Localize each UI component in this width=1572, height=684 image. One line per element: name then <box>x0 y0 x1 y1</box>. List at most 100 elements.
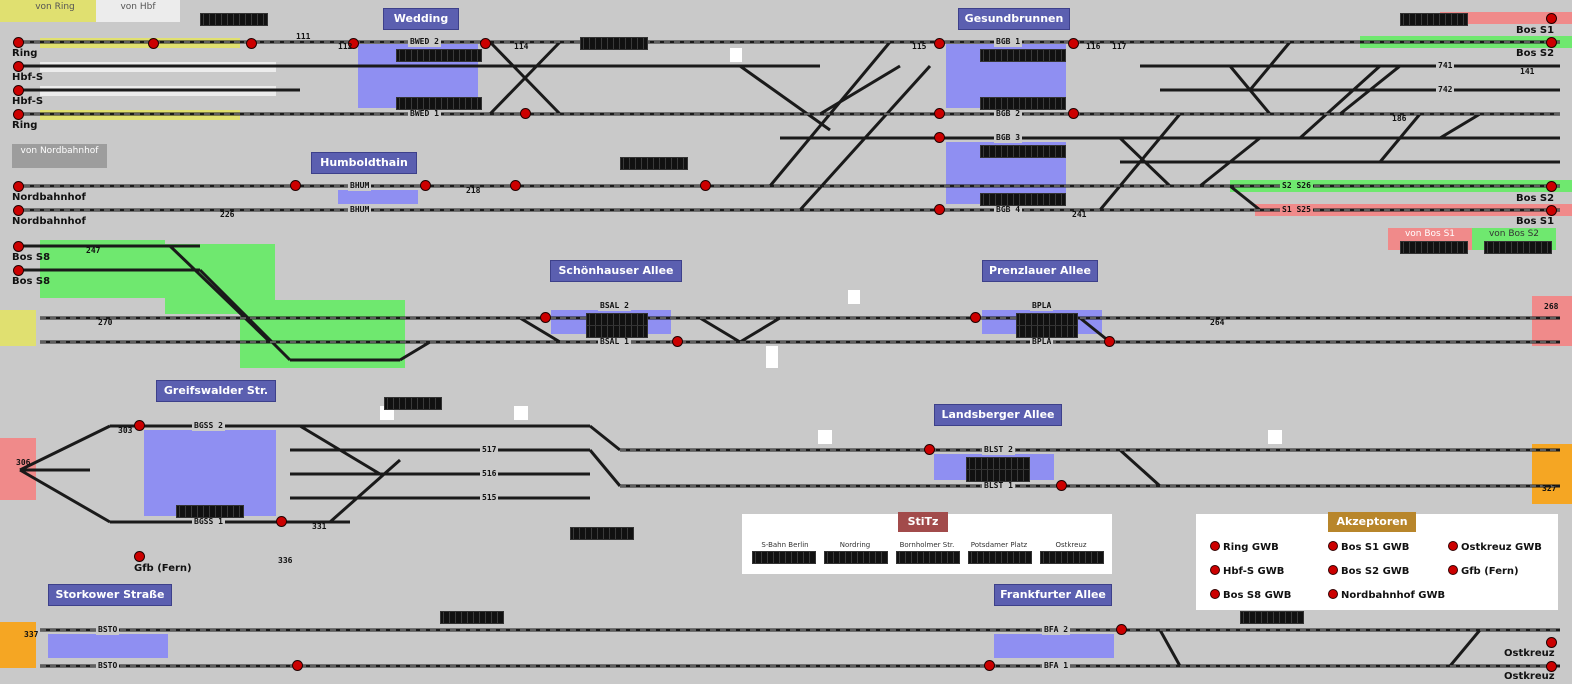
signal-gb-2[interactable] <box>1068 38 1079 49</box>
platform-humboldthain <box>338 190 418 204</box>
signal-fa-2[interactable] <box>1116 624 1127 635</box>
signal-left-ring-2[interactable] <box>13 109 24 120</box>
signal-sal-1[interactable] <box>540 312 551 323</box>
akzeptor-ring-gwb[interactable]: Ring GWB <box>1210 541 1279 553</box>
signal-hum-1[interactable] <box>290 180 301 191</box>
akzeptor-bos-s8-gwb[interactable]: Bos S8 GWB <box>1210 589 1291 601</box>
signal-pla-1[interactable] <box>970 312 981 323</box>
station-title-landsberger: Landsberger Allee <box>934 404 1062 426</box>
signal-gss-2[interactable] <box>276 516 287 527</box>
akzeptor-ostkreuz-gwb[interactable]: Ostkreuz GWB <box>1448 541 1542 553</box>
signal-gb-5[interactable] <box>934 132 945 143</box>
signal-sal-2[interactable] <box>672 336 683 347</box>
akzeptor-label: Bos S2 GWB <box>1341 566 1410 577</box>
track-bsal2: BSAL 2 <box>598 301 631 311</box>
signal-wedding-4[interactable] <box>480 38 491 49</box>
track-bgss2: BGSS 2 <box>192 421 225 431</box>
signal-gb-4[interactable] <box>1068 108 1079 119</box>
signal-left-hbfs-2[interactable] <box>13 85 24 96</box>
akzeptor-dot <box>1328 589 1338 599</box>
signal-sto-1[interactable] <box>292 660 303 671</box>
signal-right-ostkreuz-2[interactable] <box>1546 661 1557 672</box>
platform-greifswalder <box>144 430 276 516</box>
signal-wedding-1[interactable] <box>148 38 159 49</box>
signal-left-ring-1[interactable] <box>13 37 24 48</box>
akzeptor-label: Nordbahnhof GWB <box>1341 590 1446 601</box>
signal-right-bos-s1-top[interactable] <box>1546 13 1557 24</box>
counter-display <box>1400 241 1468 254</box>
signal-right-bos-s1-mid[interactable] <box>1546 205 1557 216</box>
akzeptor-hbfs-gwb[interactable]: Hbf-S GWB <box>1210 565 1284 577</box>
signal-gb-1[interactable] <box>934 38 945 49</box>
white-block-5 <box>514 406 528 420</box>
signal-hum-2[interactable] <box>420 180 431 191</box>
counter-display <box>980 97 1066 110</box>
label-hbfs-2: Hbf-S <box>12 96 44 107</box>
track-blst1: BLST 1 <box>982 481 1015 491</box>
akzeptor-label: Ostkreuz GWB <box>1461 542 1542 553</box>
entry-tag-von-ring: von Ring <box>35 2 75 12</box>
entry-right-orange <box>1532 444 1572 504</box>
white-block-6 <box>1268 430 1282 444</box>
label-ring-2: Ring <box>12 120 38 131</box>
stitz-display-sbahn <box>752 551 816 564</box>
label-bos-s2-mid: Bos S2 <box>1516 193 1555 204</box>
signal-gb-6[interactable] <box>934 204 945 215</box>
akzeptor-nordbahnhof-gwb[interactable]: Nordbahnhof GWB <box>1328 589 1445 601</box>
signal-number: 303 <box>118 426 133 435</box>
signal-number: 270 <box>98 318 113 327</box>
akzeptor-gfb-fern[interactable]: Gfb (Fern) <box>1448 565 1519 577</box>
signal-hum-3[interactable] <box>510 180 521 191</box>
signal-fa-1[interactable] <box>984 660 995 671</box>
track-515: 515 <box>480 493 499 503</box>
counter-display <box>620 157 688 170</box>
signal-number: 186 <box>1392 114 1407 123</box>
signal-wedding-5[interactable] <box>520 108 531 119</box>
station-title-wedding: Wedding <box>383 8 459 30</box>
signal-left-hbfs-1[interactable] <box>13 61 24 72</box>
signal-left-nordbahnhof-2[interactable] <box>13 205 24 216</box>
white-block-2 <box>848 290 860 304</box>
station-title-greifswalder: Greifswalder Str. <box>156 380 276 402</box>
signal-right-bos-s2-top[interactable] <box>1546 37 1557 48</box>
signal-gss-1[interactable] <box>134 420 145 431</box>
signal-hum-4[interactable] <box>700 180 711 191</box>
label-bos-s1-mid: Bos S1 <box>1516 216 1555 227</box>
station-title-gesundbrunnen: Gesundbrunnen <box>958 8 1070 30</box>
track-bgb2: BGB 2 <box>994 109 1023 119</box>
signal-number: 116 <box>1086 42 1101 51</box>
stitz-display-nordring <box>824 551 888 564</box>
signal-right-ostkreuz-1[interactable] <box>1546 637 1557 648</box>
track-bgb1: BGB 1 <box>994 37 1023 47</box>
signal-lst-1[interactable] <box>924 444 935 455</box>
white-block-1 <box>730 48 742 62</box>
track-bgb4: BGB 4 <box>994 205 1023 215</box>
signal-pla-2[interactable] <box>1104 336 1115 347</box>
stitz-display-potsdamer <box>968 551 1032 564</box>
entry-tag-von-bos-s2: von Bos S2 <box>1488 229 1540 239</box>
signal-wedding-3[interactable] <box>348 38 359 49</box>
signal-gb-3[interactable] <box>934 108 945 119</box>
signal-right-bos-s2-mid[interactable] <box>1546 181 1557 192</box>
akzeptor-bos-s2-gwb[interactable]: Bos S2 GWB <box>1328 565 1409 577</box>
signal-lst-2[interactable] <box>1056 480 1067 491</box>
track-bsto-b: BSTO <box>96 661 120 671</box>
white-block-3 <box>766 346 778 368</box>
bos-s8-route-area-3 <box>240 300 405 368</box>
label-hbfs-1: Hbf-S <box>12 72 44 83</box>
track-bwed2: BWED 2 <box>408 37 441 47</box>
track-516: 516 <box>480 469 499 479</box>
signal-left-bos-s8-2[interactable] <box>13 265 24 276</box>
akzeptor-bos-s1-gwb[interactable]: Bos S1 GWB <box>1328 541 1409 553</box>
signal-gfb-fern[interactable] <box>134 551 145 562</box>
akzeptoren-title: Akzeptoren <box>1328 512 1416 532</box>
counter-display <box>570 527 634 540</box>
signal-left-bos-s8-1[interactable] <box>13 241 24 252</box>
track-s2-s26: S2 S26 <box>1280 181 1313 191</box>
akzeptor-label: Bos S1 GWB <box>1341 542 1410 553</box>
signal-wedding-2[interactable] <box>246 38 257 49</box>
signal-left-nordbahnhof-1[interactable] <box>13 181 24 192</box>
signal-number: 117 <box>1112 42 1127 51</box>
stitz-display-bornholmer <box>896 551 960 564</box>
